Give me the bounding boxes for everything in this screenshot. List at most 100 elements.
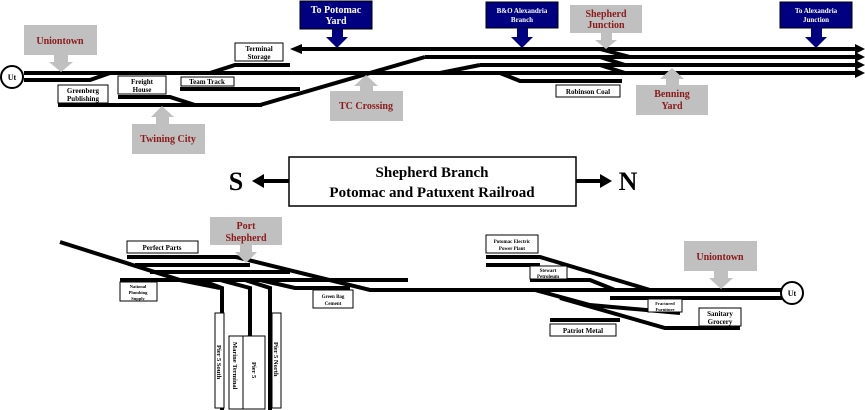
- svg-text:Uniontown: Uniontown: [36, 36, 84, 47]
- svg-text:House: House: [133, 86, 152, 94]
- shepherd-jct-crossover-2: [599, 55, 626, 67]
- callout-to-alexandria-junction: To Alexandria Junction: [779, 1, 853, 48]
- industry-patriot-metal: Patriot Metal: [549, 323, 617, 337]
- industry-freight-house: Freight House: [117, 75, 167, 95]
- sanitary-grocery-track: [559, 296, 740, 330]
- callout-to-potomac-yard: To Potomac Yard: [299, 0, 373, 48]
- east-arrowhead-1: [855, 44, 865, 54]
- bottom-tracks: [59, 240, 782, 410]
- industry-greenberg-publishing: Greenberg Publishing: [57, 84, 109, 104]
- pier-5: Pier 5: [242, 335, 266, 410]
- svg-text:National: National: [130, 284, 147, 289]
- svg-text:Sanitary: Sanitary: [707, 310, 733, 318]
- svg-text:Yard: Yard: [661, 101, 683, 112]
- east-arrowhead-4: [855, 68, 865, 78]
- svg-text:Port: Port: [237, 221, 257, 232]
- pier-5-track: [244, 278, 272, 410]
- potomac-yard-arrowhead: [290, 44, 302, 54]
- top-tracks: [24, 44, 865, 107]
- svg-text:Junction: Junction: [803, 16, 829, 24]
- callout-shepherd-junction: Shepherd Junction: [570, 5, 642, 49]
- svg-text:Furniture: Furniture: [656, 307, 675, 312]
- east-arrowhead-3: [855, 60, 865, 70]
- svg-text:Junction: Junction: [587, 20, 625, 31]
- shepherd-jct-crossover-3: [599, 63, 626, 75]
- svg-text:Cement: Cement: [325, 302, 342, 307]
- pier-5-south: Pier 5 South: [214, 312, 225, 409]
- svg-text:Plumbing: Plumbing: [129, 290, 149, 295]
- svg-text:Supply: Supply: [131, 296, 145, 301]
- tc-crossing-diagonal: [259, 55, 426, 107]
- svg-text:Shepherd: Shepherd: [225, 233, 267, 244]
- svg-text:Robinson Coal: Robinson Coal: [566, 88, 610, 96]
- svg-text:To Alexandria: To Alexandria: [795, 7, 838, 15]
- title-line-1: Shepherd Branch: [376, 165, 490, 181]
- industry-terminal-storage: Terminal Storage: [234, 42, 284, 62]
- svg-text:Benning: Benning: [654, 89, 690, 100]
- industry-stewart-petroleum: Stewart Petroleum: [529, 265, 568, 280]
- callout-bo-alexandria-branch: B&O Alexandria Branch: [485, 1, 559, 48]
- svg-text:Twining City: Twining City: [140, 134, 196, 145]
- svg-text:Freight: Freight: [131, 78, 154, 86]
- terminal-storage-spur: [209, 63, 290, 75]
- green-bag-track: [259, 278, 350, 290]
- svg-text:Team Track: Team Track: [189, 78, 225, 86]
- industry-team-track: Team Track: [180, 76, 235, 87]
- svg-text:Pier 5 South: Pier 5 South: [215, 345, 222, 380]
- top-track-2: [24, 71, 111, 82]
- svg-text:Greenberg: Greenberg: [67, 87, 100, 95]
- north-label: N: [619, 167, 638, 196]
- svg-text:Branch: Branch: [511, 16, 533, 24]
- svg-text:Potomac Electric: Potomac Electric: [494, 240, 531, 245]
- svg-text:Pier 5: Pier 5: [250, 362, 257, 379]
- svg-text:To Potomac: To Potomac: [311, 5, 362, 16]
- title-line-2: Potomac and Patuxent Railroad: [329, 185, 535, 201]
- top-ut-terminus: Ut: [0, 65, 24, 89]
- svg-text:B&O Alexandria: B&O Alexandria: [497, 7, 548, 15]
- svg-text:Terminal: Terminal: [245, 45, 272, 53]
- industry-green-bag-cement: Green Bag Cement: [312, 289, 354, 309]
- industry-potomac-electric-power-plant: Potomac Electric Power Plant: [485, 234, 539, 254]
- svg-text:Pier 5 North: Pier 5 North: [272, 342, 279, 377]
- industry-sanitary-grocery: Sanitary Grocery: [698, 307, 742, 327]
- callout-twining-city: Twining City: [132, 106, 205, 154]
- power-plant-track-1: [486, 255, 651, 292]
- industry-perfect-parts: Perfect Parts: [126, 240, 199, 254]
- callout-benning-yard: Benning Yard: [636, 68, 708, 115]
- south-arrowhead: [252, 174, 264, 188]
- svg-text:Green Bag: Green Bag: [322, 295, 345, 300]
- north-arrowhead: [600, 174, 612, 188]
- svg-text:Uniontown: Uniontown: [696, 252, 744, 263]
- svg-text:Fractured: Fractured: [655, 301, 675, 306]
- svg-text:Shepherd: Shepherd: [585, 9, 627, 20]
- stewart-petroleum-track: [530, 278, 616, 292]
- ut-label: Ut: [8, 73, 17, 82]
- svg-text:Yard: Yard: [325, 16, 347, 27]
- bottom-ut-terminus: Ut: [780, 281, 804, 305]
- pier-marine-terminal: Marine Terminal: [228, 335, 244, 410]
- callout-port-shepherd: Port Shepherd: [210, 217, 282, 263]
- svg-text:Perfect Parts: Perfect Parts: [142, 244, 181, 252]
- svg-text:Power Plant: Power Plant: [499, 247, 525, 252]
- crossover-to-c: [439, 63, 481, 75]
- title-box: [288, 156, 577, 207]
- south-label: S: [229, 167, 243, 196]
- industry-fractured-furniture: Fractured Furniture: [647, 298, 683, 313]
- pier-5-north: Pier 5 North: [271, 312, 282, 409]
- industry-robinson-coal: Robinson Coal: [555, 84, 621, 98]
- svg-text:Grocery: Grocery: [708, 318, 733, 326]
- east-arrowhead-2: [855, 52, 865, 62]
- svg-text:Patriot Metal: Patriot Metal: [563, 327, 603, 335]
- callout-tc-crossing: TC Crossing: [330, 75, 403, 121]
- title-block: S Shepherd Branch Potomac and Patuxent R…: [229, 156, 638, 207]
- callout-uniontown-bottom: Uniontown: [684, 241, 757, 289]
- callout-uniontown-top: Uniontown: [24, 25, 97, 72]
- robinson-coal-spur: [499, 71, 622, 83]
- shepherd-jct-crossover-1: [599, 47, 631, 59]
- svg-text:Storage: Storage: [248, 53, 271, 61]
- ut-label: Ut: [788, 289, 797, 298]
- svg-text:Petroleum: Petroleum: [537, 275, 560, 280]
- svg-text:Stewart: Stewart: [540, 269, 557, 274]
- svg-text:Marine Terminal: Marine Terminal: [231, 342, 238, 390]
